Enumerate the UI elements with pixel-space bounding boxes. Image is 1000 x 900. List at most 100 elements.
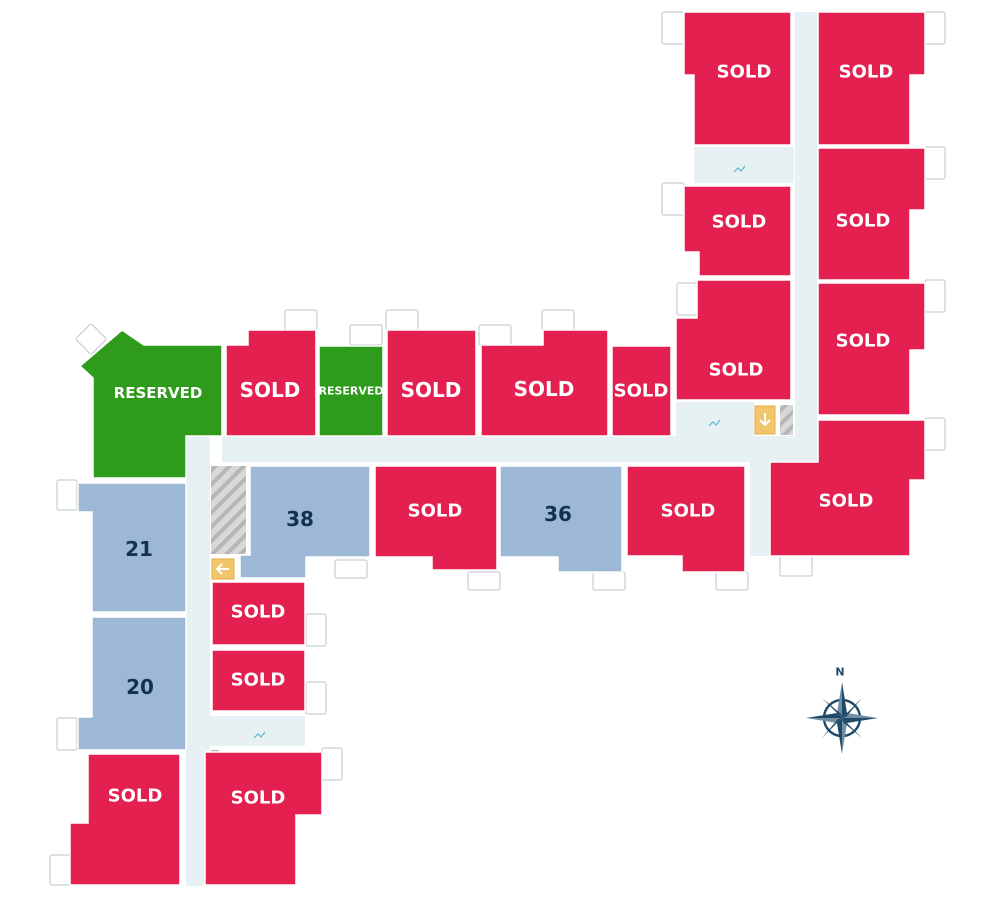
unit-u-bottom-right[interactable]: SOLD xyxy=(204,751,323,886)
unit-shape[interactable] xyxy=(374,465,498,571)
balcony xyxy=(75,323,107,355)
unit-u-left-2[interactable]: SOLD xyxy=(211,649,306,712)
balcony xyxy=(661,11,685,45)
balcony xyxy=(467,571,501,591)
corridors xyxy=(186,12,817,886)
unit-shape[interactable] xyxy=(480,329,609,437)
unit-label: SOLD xyxy=(709,360,764,381)
unit-shape[interactable] xyxy=(769,419,926,557)
unit-label: 38 xyxy=(286,507,314,531)
balcony xyxy=(56,717,78,751)
corridor-middle xyxy=(222,436,817,462)
compass-star-icon xyxy=(806,682,878,754)
balcony xyxy=(385,309,419,331)
balcony xyxy=(676,282,698,316)
unit-label: 21 xyxy=(125,537,153,561)
balcony xyxy=(305,613,327,647)
unit-shape[interactable] xyxy=(77,616,187,751)
unit-label: SOLD xyxy=(836,331,891,352)
balconies xyxy=(49,11,946,886)
service-shaft-west xyxy=(211,466,246,554)
balcony xyxy=(924,146,946,180)
unit-u-top-right[interactable]: SOLD xyxy=(817,11,926,146)
unit-label: SOLD xyxy=(661,501,716,522)
unit-shape[interactable] xyxy=(318,345,384,437)
unit-u-mid-1[interactable]: SOLD xyxy=(225,329,317,437)
balcony xyxy=(924,279,946,313)
unit-u-low-1[interactable]: SOLD xyxy=(374,465,498,571)
unit-label: SOLD xyxy=(712,212,767,233)
balcony xyxy=(49,854,71,886)
unit-u-38[interactable]: 38 xyxy=(239,465,371,579)
unit-shape[interactable] xyxy=(225,329,317,437)
unit-shape[interactable] xyxy=(77,482,187,613)
unit-u-bottom-left[interactable]: SOLD xyxy=(69,753,181,886)
unit-shape[interactable] xyxy=(69,753,181,886)
balcony xyxy=(541,309,575,331)
unit-shape[interactable] xyxy=(817,147,926,281)
unit-label: SOLD xyxy=(836,211,891,232)
unit-label: SOLD xyxy=(231,602,286,623)
service-shaft-east xyxy=(780,405,793,435)
unit-u-20[interactable]: 20 xyxy=(77,616,187,751)
unit-label: SOLD xyxy=(401,378,462,402)
lift-icon xyxy=(754,405,776,435)
unit-shape[interactable] xyxy=(683,11,792,146)
unit-shape[interactable] xyxy=(499,465,623,573)
unit-shape[interactable] xyxy=(211,581,306,646)
balcony xyxy=(661,182,685,216)
unit-u-r2-right[interactable]: SOLD xyxy=(817,147,926,281)
balcony xyxy=(924,417,946,451)
unit-label: SOLD xyxy=(240,378,301,402)
corridor-east xyxy=(795,12,817,457)
unit-label: SOLD xyxy=(717,62,772,83)
unit-u-36[interactable]: 36 xyxy=(499,465,623,573)
unit-shape[interactable] xyxy=(675,279,792,401)
balcony xyxy=(305,681,327,715)
balcony xyxy=(334,559,368,579)
unit-u-21[interactable]: 21 xyxy=(77,482,187,613)
unit-u-reserved-small[interactable]: RESERVED xyxy=(318,345,384,437)
unit-u-r3-right[interactable]: SOLD xyxy=(817,282,926,416)
balcony xyxy=(924,11,946,45)
unit-u-reserved-large[interactable]: RESERVED xyxy=(78,329,223,479)
unit-label: RESERVED xyxy=(318,385,383,398)
unit-shape[interactable] xyxy=(683,185,792,277)
unit-u-r3-left[interactable]: SOLD xyxy=(675,279,792,401)
unit-label: SOLD xyxy=(839,62,894,83)
unit-shape[interactable] xyxy=(239,465,371,579)
unit-shape[interactable] xyxy=(78,329,223,479)
unit-label: SOLD xyxy=(108,786,163,807)
unit-u-mid-4[interactable]: SOLD xyxy=(611,345,672,437)
unit-label: SOLD xyxy=(614,381,669,402)
unit-label: SOLD xyxy=(408,501,463,522)
unit-shape[interactable] xyxy=(386,329,477,437)
unit-u-left-1[interactable]: SOLD xyxy=(211,581,306,646)
unit-u-mid-3[interactable]: SOLD xyxy=(480,329,609,437)
unit-u-top-left[interactable]: SOLD xyxy=(683,11,792,146)
balcony xyxy=(284,309,318,331)
balcony xyxy=(478,324,512,346)
unit-u-low-2[interactable]: SOLD xyxy=(626,465,746,573)
stair-landing-bottom xyxy=(210,716,305,746)
unit-shape[interactable] xyxy=(817,11,926,146)
unit-shape[interactable] xyxy=(817,282,926,416)
stairs xyxy=(211,165,776,739)
unit-label: SOLD xyxy=(231,670,286,691)
balcony xyxy=(56,479,78,511)
unit-u-r4-right[interactable]: SOLD xyxy=(769,419,926,557)
unit-shape[interactable] xyxy=(204,751,323,886)
balcony xyxy=(592,571,626,591)
exit-arrow-icon xyxy=(211,558,235,580)
unit-u-mid-2[interactable]: SOLD xyxy=(386,329,477,437)
unit-shape[interactable] xyxy=(611,345,672,437)
unit-shape[interactable] xyxy=(626,465,746,573)
balcony xyxy=(349,324,383,346)
compass-rose: N xyxy=(806,666,878,754)
unit-u-r2-left[interactable]: SOLD xyxy=(683,185,792,277)
stairs-icon xyxy=(253,165,746,739)
unit-shape[interactable] xyxy=(211,649,306,712)
compass-north-label: N xyxy=(835,666,844,679)
unit-label: SOLD xyxy=(231,788,286,809)
